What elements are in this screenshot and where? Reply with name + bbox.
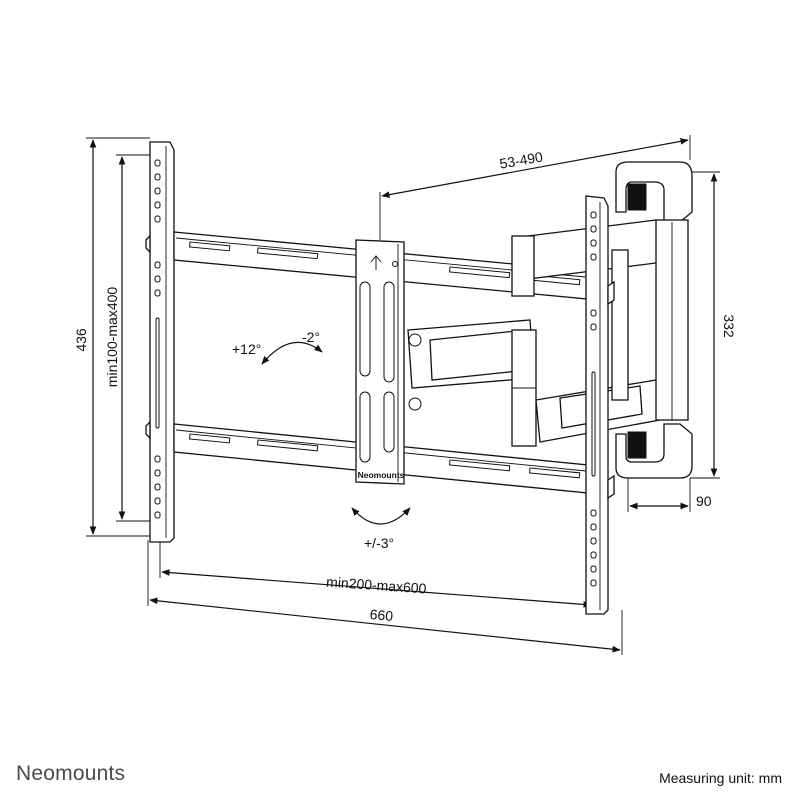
dim-extension: 53-490 bbox=[379, 135, 691, 240]
dim-height-overall-label: 436 bbox=[73, 328, 89, 352]
tilt-down-label: -2° bbox=[302, 329, 320, 345]
rotation-label: +/-3° bbox=[364, 535, 394, 551]
dim-vesa-vertical: min100-max400 bbox=[104, 154, 152, 522]
tilt-indicator: +12° -2° bbox=[232, 329, 323, 365]
tilt-up-label: +12° bbox=[232, 341, 261, 357]
measuring-unit-note: Measuring unit: mm bbox=[659, 770, 782, 786]
dim-wall-plate-height: 332 bbox=[690, 171, 737, 479]
swing-arms bbox=[407, 219, 665, 447]
center-plate: Neomounts bbox=[355, 239, 422, 485]
dim-wall-depth: 90 bbox=[627, 476, 712, 512]
dim-width-overall: 660 bbox=[147, 540, 623, 655]
dim-extension-label: 53-490 bbox=[498, 148, 544, 171]
rotation-indicator: +/-3° bbox=[351, 507, 411, 551]
dim-vesa-horizontal-label: min200-max600 bbox=[326, 574, 427, 597]
tv-bracket-left bbox=[145, 141, 175, 543]
dim-width-overall-label: 660 bbox=[369, 606, 394, 624]
dim-wall-plate-height-label: 332 bbox=[721, 314, 737, 338]
brand-logo: Neomounts bbox=[16, 762, 126, 785]
dim-wall-depth-label: 90 bbox=[696, 493, 712, 509]
wall-plate bbox=[615, 161, 693, 479]
center-plate-brand-label: Neomounts bbox=[358, 470, 405, 480]
tv-bracket-right bbox=[585, 195, 615, 615]
dim-vesa-vertical-label: min100-max400 bbox=[104, 287, 120, 388]
dim-height-overall: 436 bbox=[73, 137, 150, 537]
